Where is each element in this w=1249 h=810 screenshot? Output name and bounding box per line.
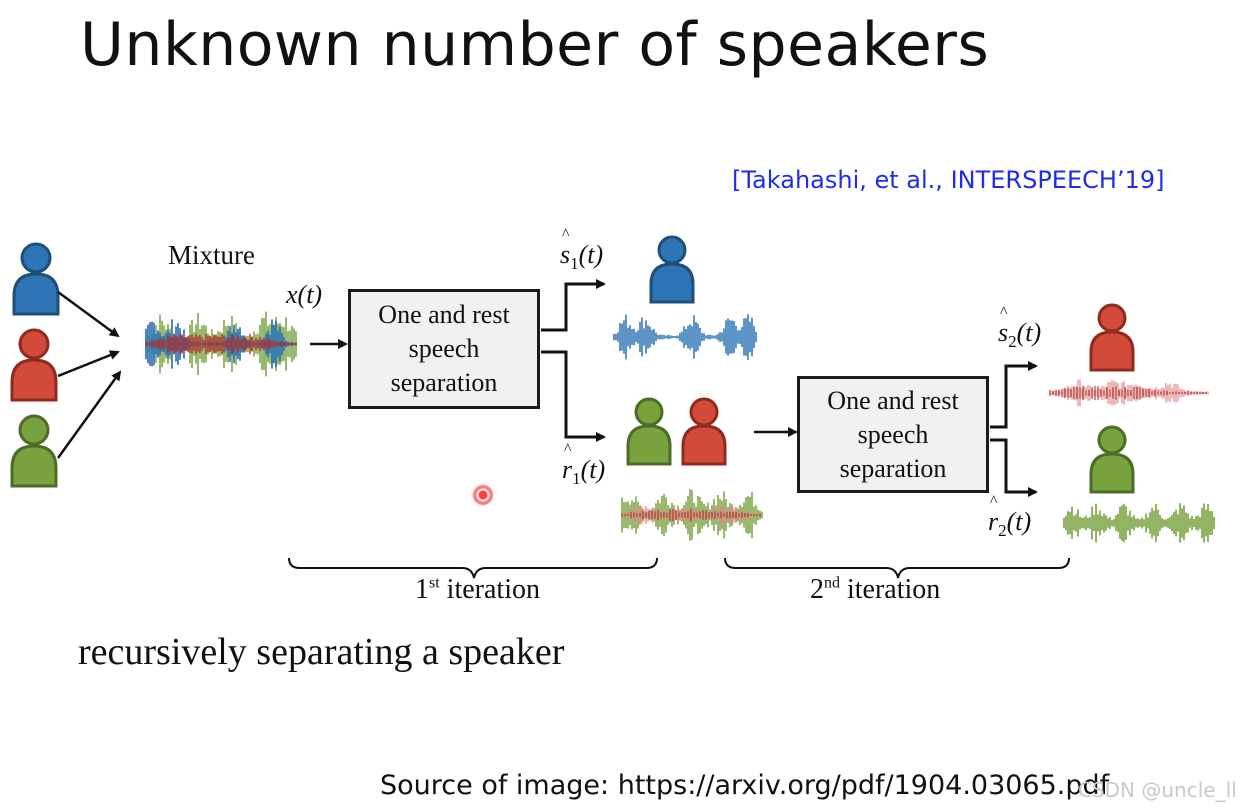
r2-subscript: 2 <box>998 521 1007 541</box>
s2-label: s2(t) <box>998 304 1042 352</box>
box2-output-arrows <box>990 361 1038 497</box>
iteration2-brace <box>724 557 1070 579</box>
s2-subscript: 2 <box>1008 332 1017 352</box>
r2-label: r2(t) <box>988 493 1032 541</box>
image-source: Source of image: https://arxiv.org/pdf/1… <box>380 770 1110 801</box>
separation-box-1: One and rest speech separation <box>348 289 540 409</box>
laser-pointer-dot <box>472 484 494 506</box>
slide-title: Unknown number of speakers <box>80 10 990 80</box>
slide-caption: recursively separating a speaker <box>78 631 565 673</box>
iteration1-label: 1st iteration <box>415 574 540 606</box>
s2-symbol: s <box>998 304 1008 348</box>
waveform-r2 <box>1063 503 1215 543</box>
speaker-icon-green-r1 <box>626 397 672 466</box>
r1-arg: (t) <box>580 455 606 484</box>
r1-label: r1(t) <box>562 441 606 489</box>
input-arrows <box>56 290 122 459</box>
waveform-r1 <box>621 489 763 541</box>
iteration2-word: iteration <box>840 574 941 605</box>
speaker-icon-green-input <box>10 414 58 488</box>
speaker-icon-blue-input <box>12 242 60 316</box>
separation-box-2: One and rest speech separation <box>797 376 989 493</box>
speaker-icon-red-input <box>10 328 58 402</box>
watermark: CSDN @uncle_ll <box>1078 778 1237 802</box>
r1-subscript: 1 <box>572 469 581 489</box>
waveform-s1 <box>613 314 757 360</box>
mixture-label: Mixture <box>168 240 255 270</box>
r2-arg: (t) <box>1006 507 1032 536</box>
r1-symbol: r <box>562 441 572 485</box>
s1-arg: (t) <box>578 240 604 269</box>
s1-subscript: 1 <box>570 254 579 274</box>
input-signal-label: x(t) <box>286 280 322 310</box>
speaker-icon-red-s2 <box>1089 303 1135 372</box>
waveform-s2 <box>1049 379 1209 407</box>
iteration1-word: iteration <box>439 574 540 605</box>
mixture-waveform <box>145 311 297 377</box>
box1-output-arrows <box>541 279 606 442</box>
r2-symbol: r <box>988 493 998 537</box>
iteration2-label: 2nd iteration <box>810 574 940 606</box>
input-signal-text: x(t) <box>286 280 323 309</box>
citation: [Takahashi, et al., INTERSPEECH’19] <box>732 166 1165 194</box>
s2-arg: (t) <box>1016 318 1042 347</box>
speaker-icon-blue-s1 <box>649 235 695 304</box>
iteration2-suffix: nd <box>824 574 840 592</box>
iteration2-number: 2 <box>810 574 824 605</box>
s1-symbol: s <box>560 226 570 270</box>
s1-label: s1(t) <box>560 226 604 274</box>
iteration1-suffix: st <box>429 574 440 592</box>
speaker-icon-red-r1 <box>681 397 727 466</box>
iteration1-number: 1 <box>415 574 429 605</box>
speaker-icon-green-r2 <box>1089 425 1135 494</box>
iteration1-brace <box>288 557 658 579</box>
